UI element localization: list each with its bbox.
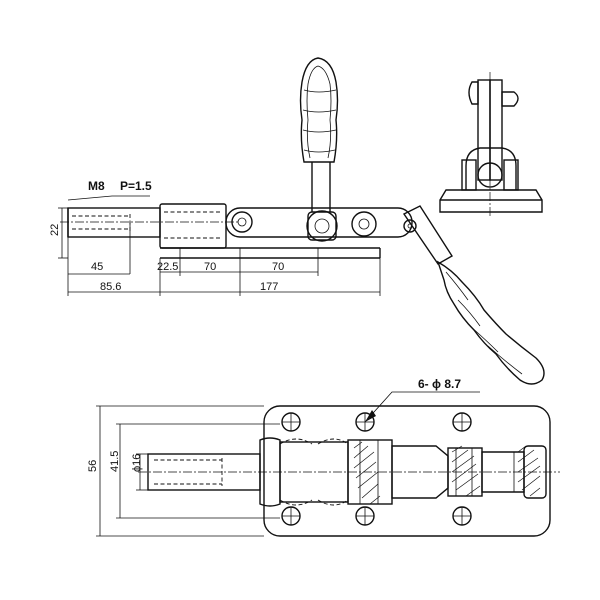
plan-linkage	[259, 437, 547, 507]
end-view	[439, 72, 543, 216]
guide-block	[159, 203, 381, 259]
base-plate	[263, 405, 551, 537]
dim-height-22: 22	[49, 224, 61, 236]
dim-56: 56	[87, 460, 99, 472]
side-dimensions	[58, 195, 381, 296]
dim-85-6: 85.6	[100, 281, 121, 293]
plan-view: 6- ϕ 8.7 56 41.5 ϕ16	[87, 377, 560, 537]
thread-spec-label: M8	[88, 179, 105, 193]
dim-45: 45	[91, 261, 103, 273]
dim-phi16: ϕ16	[131, 454, 143, 472]
plan-plunger	[138, 453, 560, 491]
vertical-handle	[299, 57, 339, 212]
angled-handle	[402, 205, 545, 385]
dim-41-5: 41.5	[109, 451, 121, 472]
dim-70-b: 70	[272, 261, 284, 273]
mounting-holes	[281, 412, 472, 526]
pitch-label: P=1.5	[120, 179, 152, 193]
hole-callout-label: 6- ϕ 8.7	[418, 377, 461, 391]
dim-177: 177	[260, 281, 278, 293]
side-view: M8 P=1.5 22 45 85.6 22.5 70 70 177	[49, 57, 545, 385]
dim-70-a: 70	[204, 261, 216, 273]
linkage-bar	[225, 207, 417, 242]
plan-dimensions	[96, 391, 480, 537]
dim-22-5: 22.5	[157, 261, 178, 273]
